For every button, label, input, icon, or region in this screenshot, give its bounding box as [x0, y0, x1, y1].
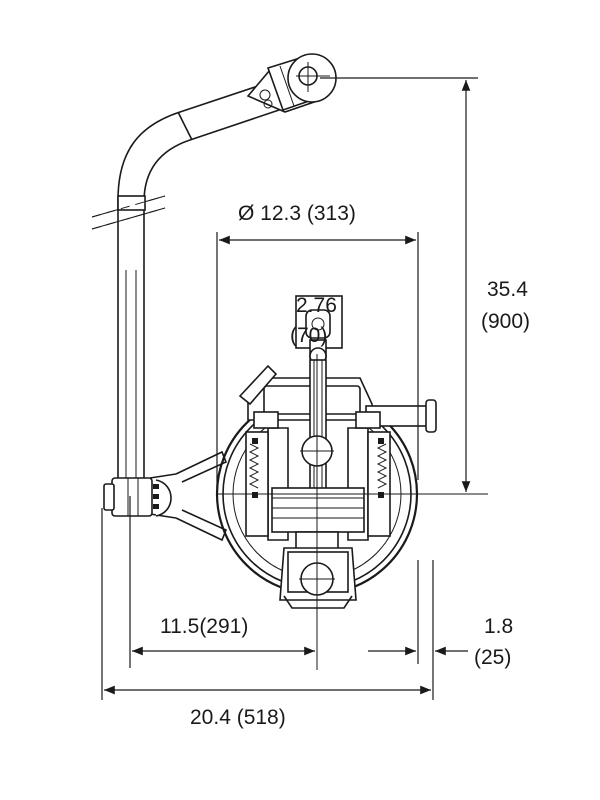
mounting-arm	[91, 53, 337, 480]
diameter-label: Ø 12.3 (313)	[238, 202, 356, 225]
coil-springs	[248, 438, 388, 498]
offset-label: 11.5(291)	[160, 615, 248, 638]
height-label-in: 35.4	[487, 278, 528, 301]
yoke-bracket	[103, 450, 228, 542]
arm-clamp	[246, 53, 337, 113]
height-label-mm: (900)	[481, 310, 530, 333]
dimension-labels: Ø 12.3 (313) 35.4 (900) 11.5(291) 1.8 (2…	[160, 202, 530, 729]
gap-label-mm: (25)	[474, 646, 511, 669]
dimension-lines	[101, 77, 478, 700]
small-label-bottom: (70)	[290, 324, 327, 347]
overall-width-label: 20.4 (518)	[190, 706, 286, 729]
small-label-top: 2.76	[296, 294, 337, 317]
gap-label-in: 1.8	[484, 615, 513, 638]
fixture-body	[215, 295, 488, 670]
